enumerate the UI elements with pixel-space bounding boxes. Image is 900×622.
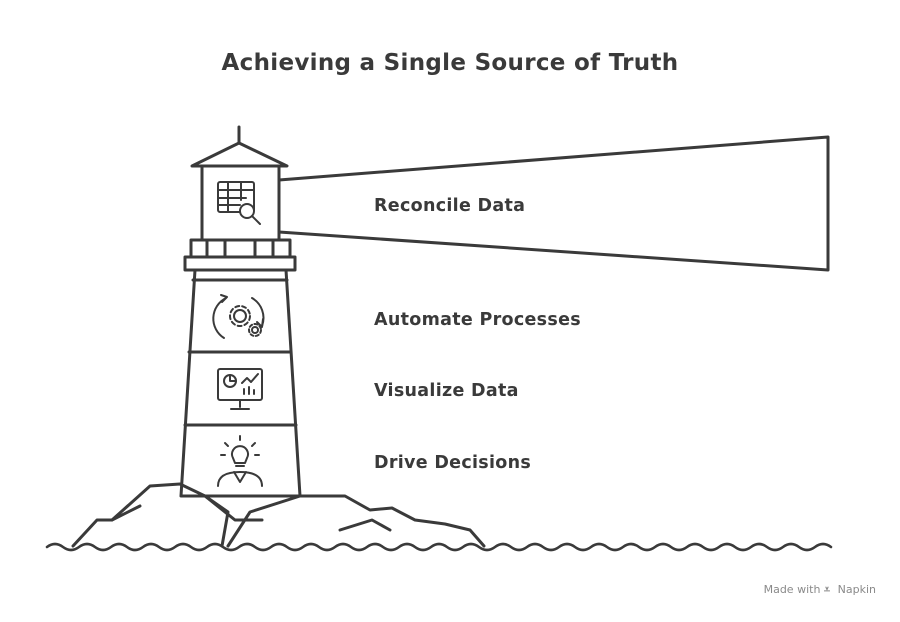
gears-cycle-icon	[212, 294, 265, 339]
person-lightbulb-icon	[217, 435, 263, 487]
lighthouse-tower	[179, 268, 302, 498]
page-title: Achieving a Single Source of Truth	[221, 50, 679, 76]
step-label-reconcile-data: Reconcile Data	[374, 196, 526, 216]
made-with-text: Made with	[763, 583, 821, 596]
made-with-footer: Made with ⩡ Napkin	[764, 583, 876, 597]
lighthouse-roof	[190, 141, 289, 168]
step-label-visualize-data: Visualize Data	[374, 381, 519, 401]
monitor-chart-icon	[217, 368, 263, 410]
step-label-drive-decisions: Drive Decisions	[374, 453, 532, 473]
napkin-logo-icon: ⩡	[823, 583, 831, 596]
brand-name: Napkin	[837, 583, 876, 596]
spreadsheet-search-icon	[217, 181, 261, 225]
light-beam	[277, 135, 830, 272]
gallery-deck	[183, 255, 297, 272]
lantern-room	[200, 164, 281, 242]
water-line	[45, 542, 833, 552]
rocks	[71, 482, 486, 548]
step-label-automate-processes: Automate Processes	[374, 310, 582, 330]
